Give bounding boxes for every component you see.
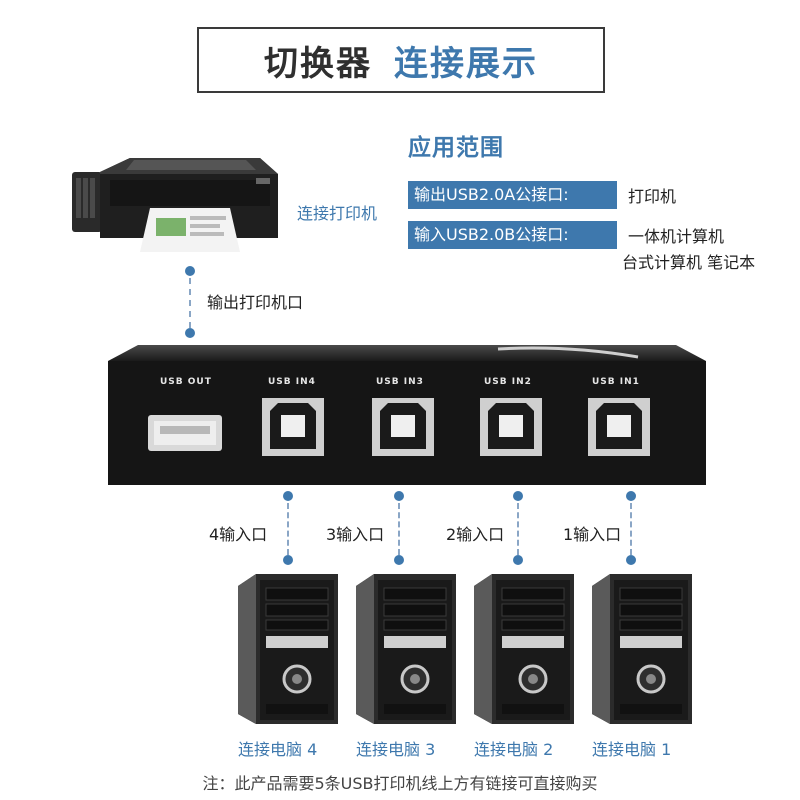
input-port-desc-2: 台式计算机 笔记本 xyxy=(622,249,755,273)
usb-switch-device xyxy=(108,343,706,487)
port-label-usb-in1: USB IN1 xyxy=(592,377,640,387)
computer-tower-1 xyxy=(592,574,692,726)
connect-printer-label: 连接打印机 xyxy=(297,200,377,224)
input2-dot-top xyxy=(513,491,523,501)
input2-label: 2输入口 xyxy=(446,521,504,545)
port-label-usb-out: USB OUT xyxy=(160,377,212,387)
input1-label: 1输入口 xyxy=(563,521,621,545)
input3-dot-bottom xyxy=(394,555,404,565)
printer-connector-dot-top xyxy=(185,266,195,276)
computer-label-1: 连接电脑 1 xyxy=(592,736,671,760)
input1-dot-bottom xyxy=(626,555,636,565)
printer-connector-dot-bottom xyxy=(185,328,195,338)
printer-output-port-label: 输出打印机口 xyxy=(207,289,303,313)
input4-label: 4输入口 xyxy=(209,521,267,545)
input1-line xyxy=(630,503,632,555)
input3-line xyxy=(398,503,400,555)
computer-tower-3 xyxy=(356,574,456,726)
input1-dot-top xyxy=(626,491,636,501)
output-port-tag: 输出USB2.0A公接口: xyxy=(408,181,617,209)
input4-line xyxy=(287,503,289,555)
computer-label-2: 连接电脑 2 xyxy=(474,736,553,760)
title-switcher: 切换器 xyxy=(264,36,372,85)
input3-dot-top xyxy=(394,491,404,501)
input4-dot-top xyxy=(283,491,293,501)
page-title-box: 切换器 连接展示 xyxy=(197,27,605,93)
port-label-usb-in2: USB IN2 xyxy=(484,377,532,387)
input3-label: 3输入口 xyxy=(326,521,384,545)
input2-line xyxy=(517,503,519,555)
computer-label-4: 连接电脑 4 xyxy=(238,736,317,760)
input-port-desc-1: 一体机计算机 xyxy=(628,223,724,247)
input2-dot-bottom xyxy=(513,555,523,565)
printer-connector-line xyxy=(189,278,191,328)
computer-tower-2 xyxy=(474,574,574,726)
input-port-tag: 输入USB2.0B公接口: xyxy=(408,221,617,249)
title-connection-display: 连接展示 xyxy=(394,36,538,85)
footer-note: 注：此产品需要5条USB打印机线上方有链接可直接购买 xyxy=(0,770,800,794)
port-label-usb-in4: USB IN4 xyxy=(268,377,316,387)
input4-dot-bottom xyxy=(283,555,293,565)
port-label-usb-in3: USB IN3 xyxy=(376,377,424,387)
range-heading: 应用范围 xyxy=(408,128,504,162)
computer-label-3: 连接电脑 3 xyxy=(356,736,435,760)
computer-tower-4 xyxy=(238,574,338,726)
output-port-desc: 打印机 xyxy=(628,183,676,207)
printer-image xyxy=(70,152,282,256)
